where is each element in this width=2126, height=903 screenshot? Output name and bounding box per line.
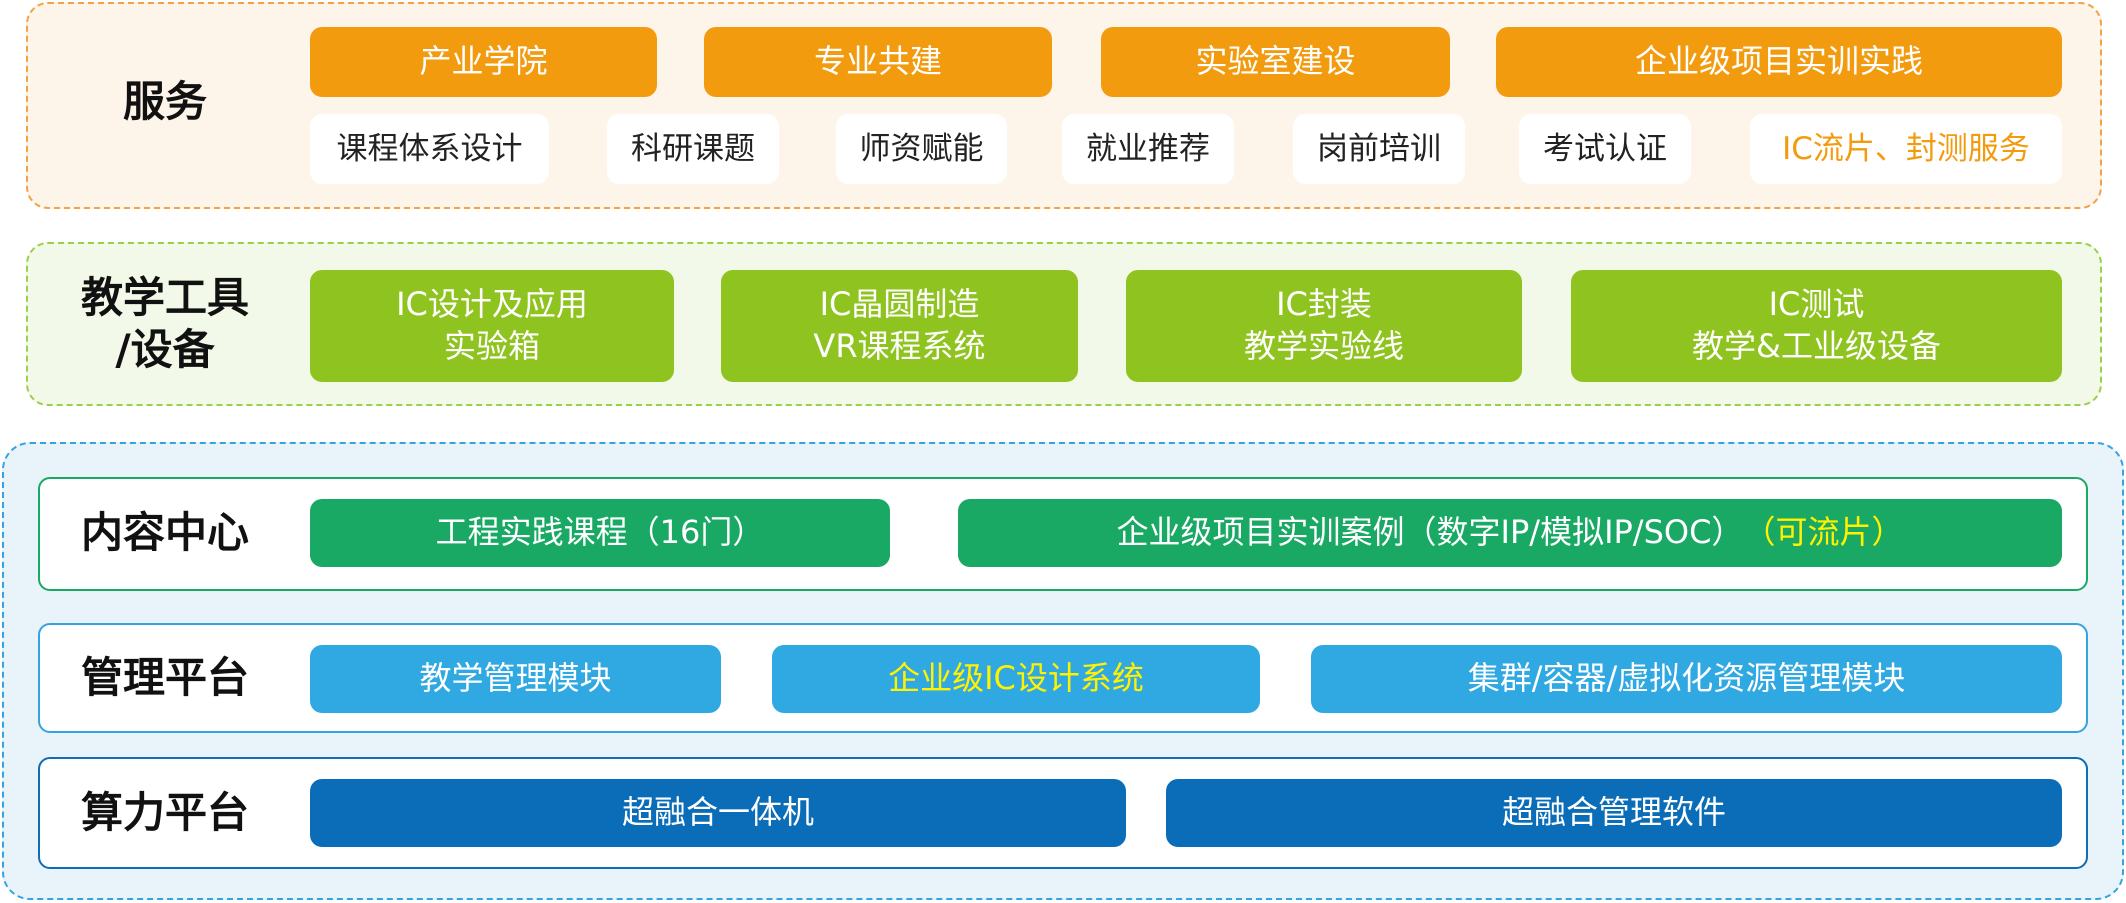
content-center-label: 内容中心	[80, 507, 249, 557]
service-teacher-empowerment: 师资赋能	[836, 114, 1007, 184]
management-platform-label: 管理平台	[80, 652, 249, 702]
management-cluster-resource-module: 集群/容器/虚拟化资源管理模块	[1311, 645, 2062, 713]
compute-hci-management-software: 超融合管理软件	[1166, 779, 2062, 847]
content-engineering-courses: 工程实践课程（16门）	[310, 499, 890, 567]
service-enterprise-project-training: 企业级项目实训实践	[1496, 27, 2062, 97]
tool-packaging-lab-line: IC封装 教学实验线	[1126, 270, 1522, 382]
compute-platform-label: 算力平台	[80, 787, 249, 837]
tools-label: 教学工具 /设备	[80, 272, 249, 375]
service-ic-tapeout-packaging: IC流片、封测服务	[1750, 114, 2062, 184]
management-ic-design-system: 企业级IC设计系统	[772, 645, 1260, 713]
tool-ic-test-equipment: IC测试 教学&工业级设备	[1571, 270, 2062, 382]
service-industry-college: 产业学院	[310, 27, 657, 97]
service-pre-job-training: 岗前培训	[1293, 114, 1465, 184]
tool-ic-design-lab-box: IC设计及应用 实验箱	[310, 270, 674, 382]
service-label: 服务	[122, 76, 207, 126]
service-employment-recommendation: 就业推荐	[1062, 114, 1234, 184]
content-cases-tapeout-note: （可流片）	[1743, 513, 1904, 552]
service-major-co-construction: 专业共建	[704, 27, 1052, 97]
compute-hci-appliance: 超融合一体机	[310, 779, 1126, 847]
service-exam-certification: 考试认证	[1519, 114, 1691, 184]
service-research-topics: 科研课题	[607, 114, 779, 184]
service-lab-construction: 实验室建设	[1101, 27, 1450, 97]
tool-wafer-vr-course: IC晶圆制造 VR课程系统	[721, 270, 1078, 382]
service-curriculum-design: 课程体系设计	[310, 114, 549, 184]
content-enterprise-project-cases: 企业级项目实训案例（数字IP/模拟IP/SOC）（可流片）	[958, 499, 2062, 567]
content-cases-main-text: 企业级项目实训案例（数字IP/模拟IP/SOC）	[1116, 513, 1744, 552]
management-teaching-module: 教学管理模块	[310, 645, 721, 713]
